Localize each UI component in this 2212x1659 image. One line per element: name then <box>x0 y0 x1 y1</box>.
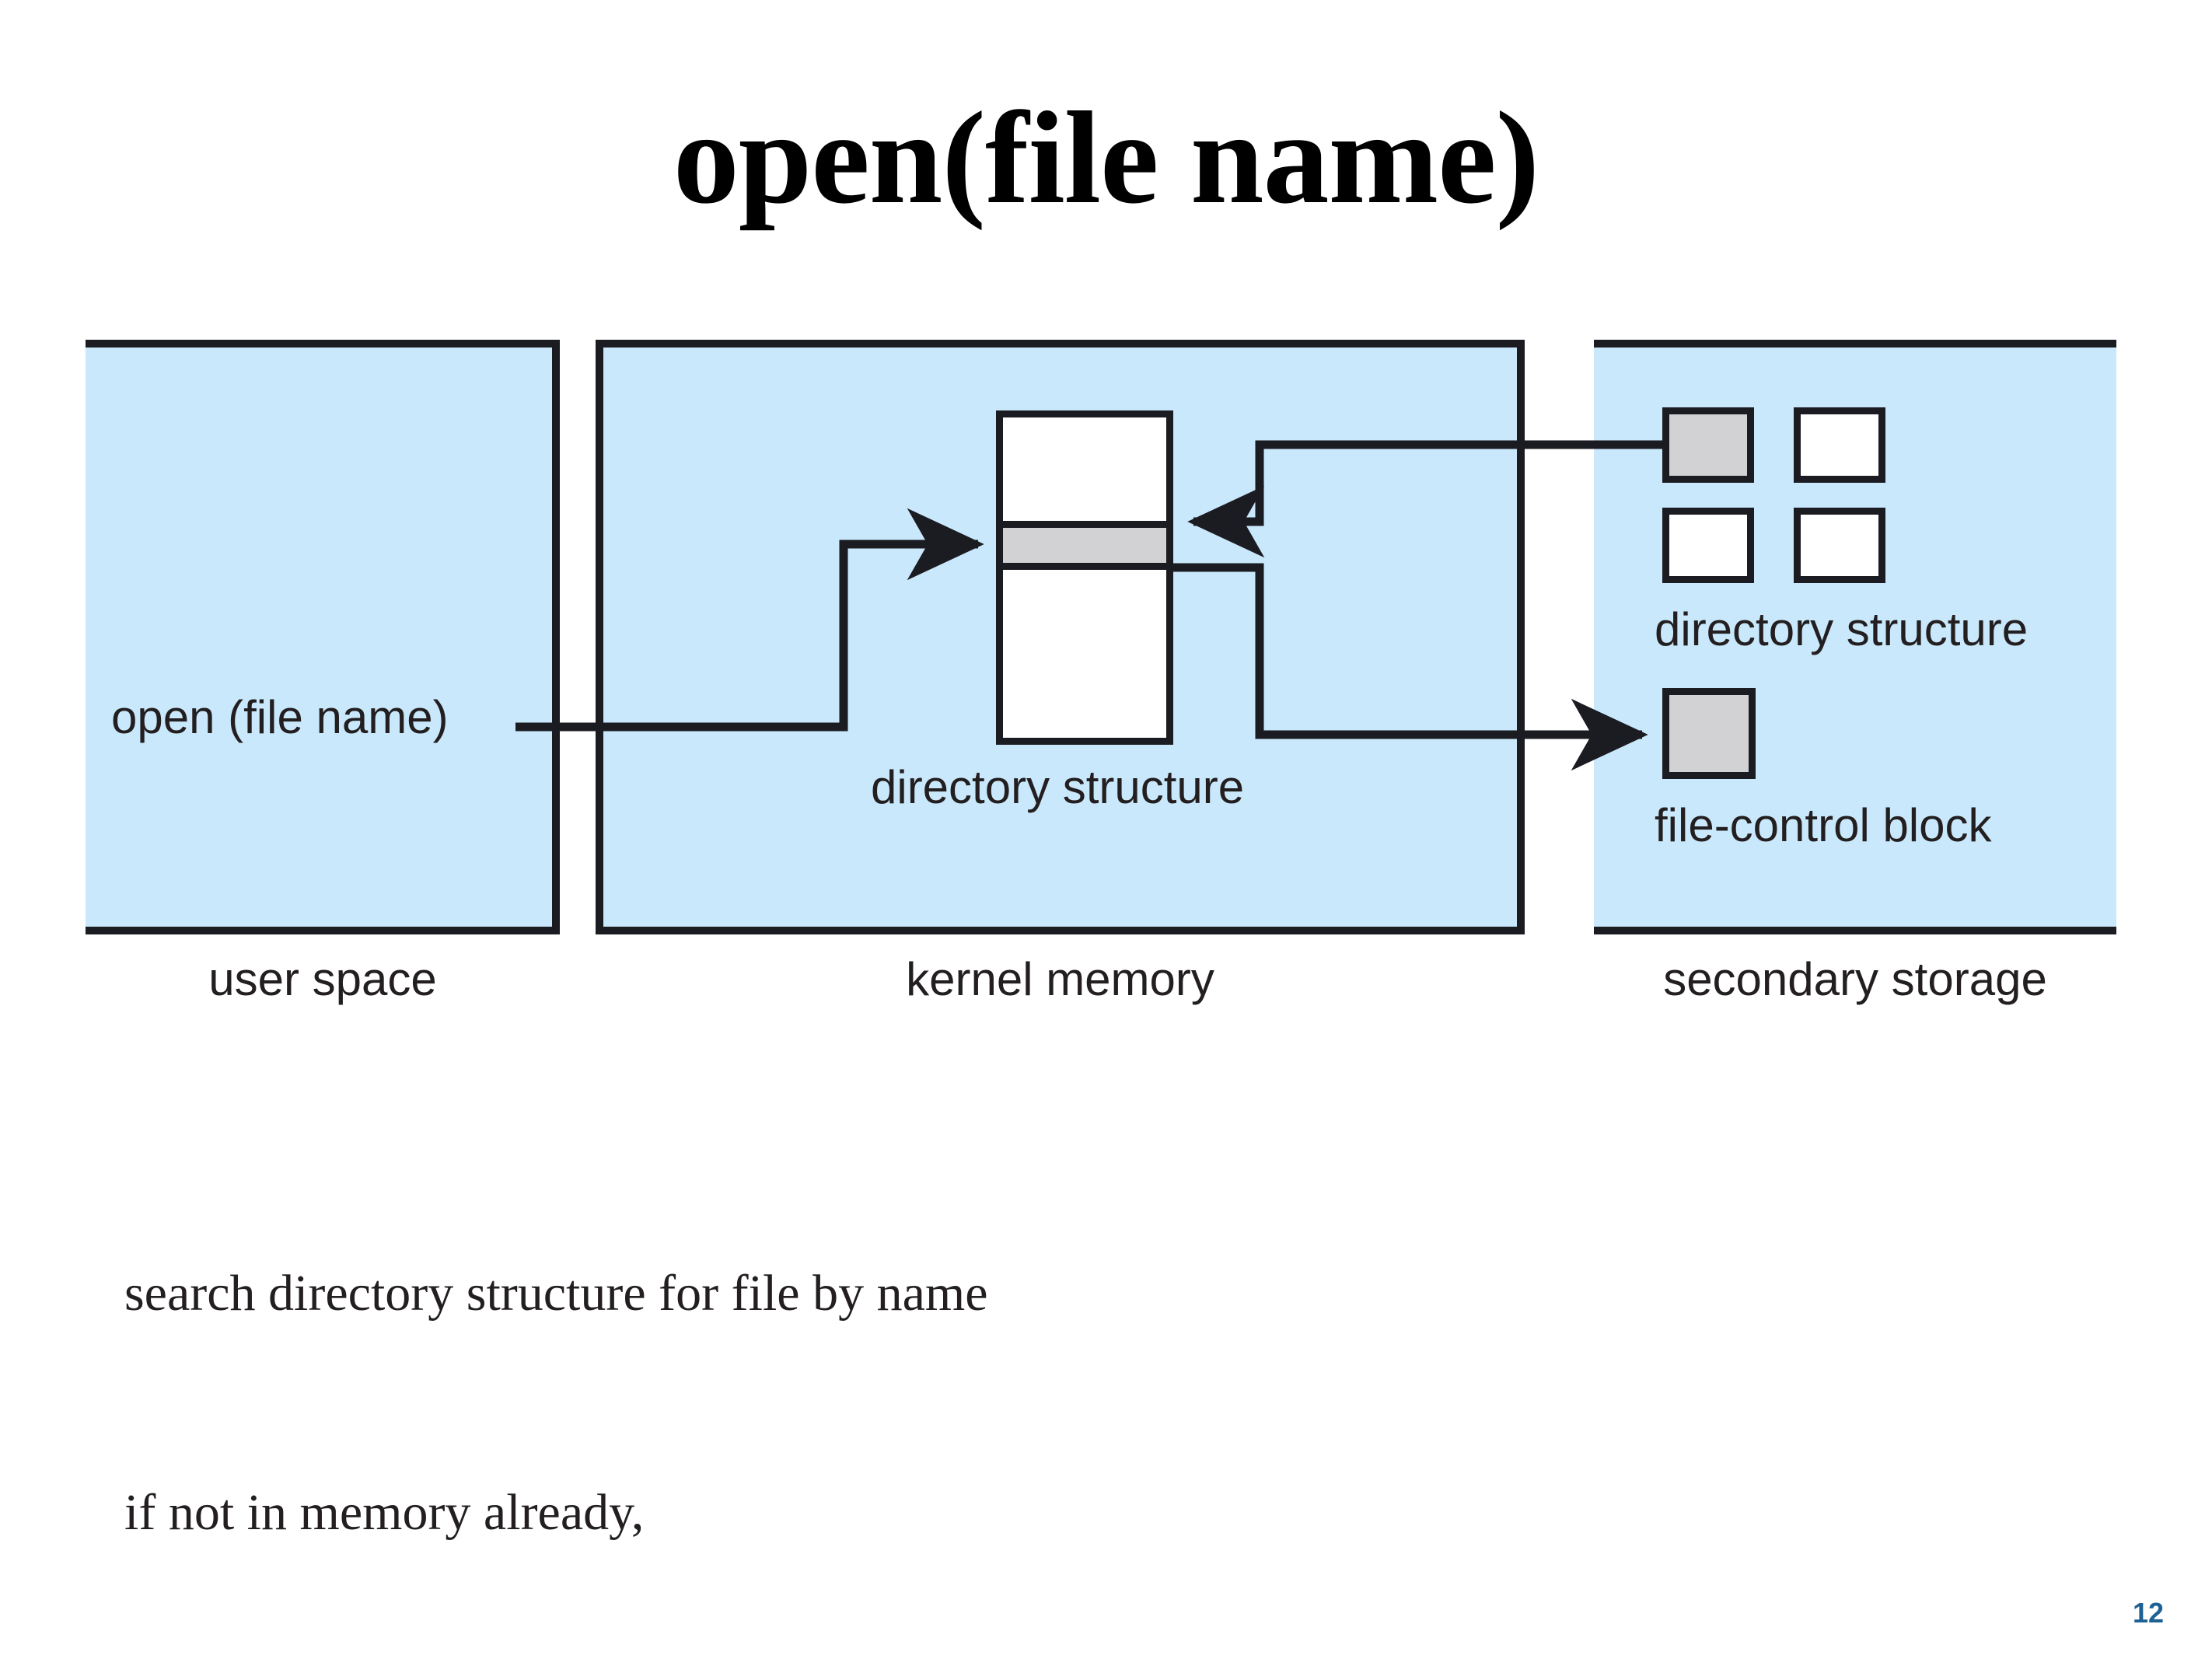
kernel-directory-entry-band <box>1003 521 1166 570</box>
body-line-1: search directory structure for file by n… <box>124 1265 988 1322</box>
panel-caption-kernel-memory: kernel memory <box>906 953 1214 1005</box>
open-file-diagram: open (file name) directory structure dir… <box>86 340 2116 1005</box>
panel-user-space <box>86 340 560 934</box>
body-line-2: if not in memory already, <box>124 1483 645 1541</box>
kernel-directory-structure-box <box>996 410 1173 745</box>
kernel-directory-structure-label: directory structure <box>871 761 1245 813</box>
storage-directory-block-4 <box>1794 508 1885 583</box>
panel-caption-user-space: user space <box>208 953 437 1005</box>
panel-caption-secondary-storage: secondary storage <box>1663 953 2047 1005</box>
storage-directory-block-2 <box>1794 407 1885 483</box>
page-title: open(file name) <box>673 85 1539 231</box>
storage-directory-structure-label: directory structure <box>1655 603 2029 655</box>
open-call-label: open (file name) <box>111 691 449 743</box>
storage-file-control-block-label: file-control block <box>1655 799 1992 851</box>
page-number: 12 <box>2132 1597 2164 1629</box>
pseudocode-body: search directory structure for file by n… <box>124 1112 2115 1659</box>
storage-directory-block-1 <box>1662 407 1754 483</box>
storage-directory-block-3 <box>1662 508 1754 583</box>
storage-file-control-block <box>1662 688 1756 779</box>
